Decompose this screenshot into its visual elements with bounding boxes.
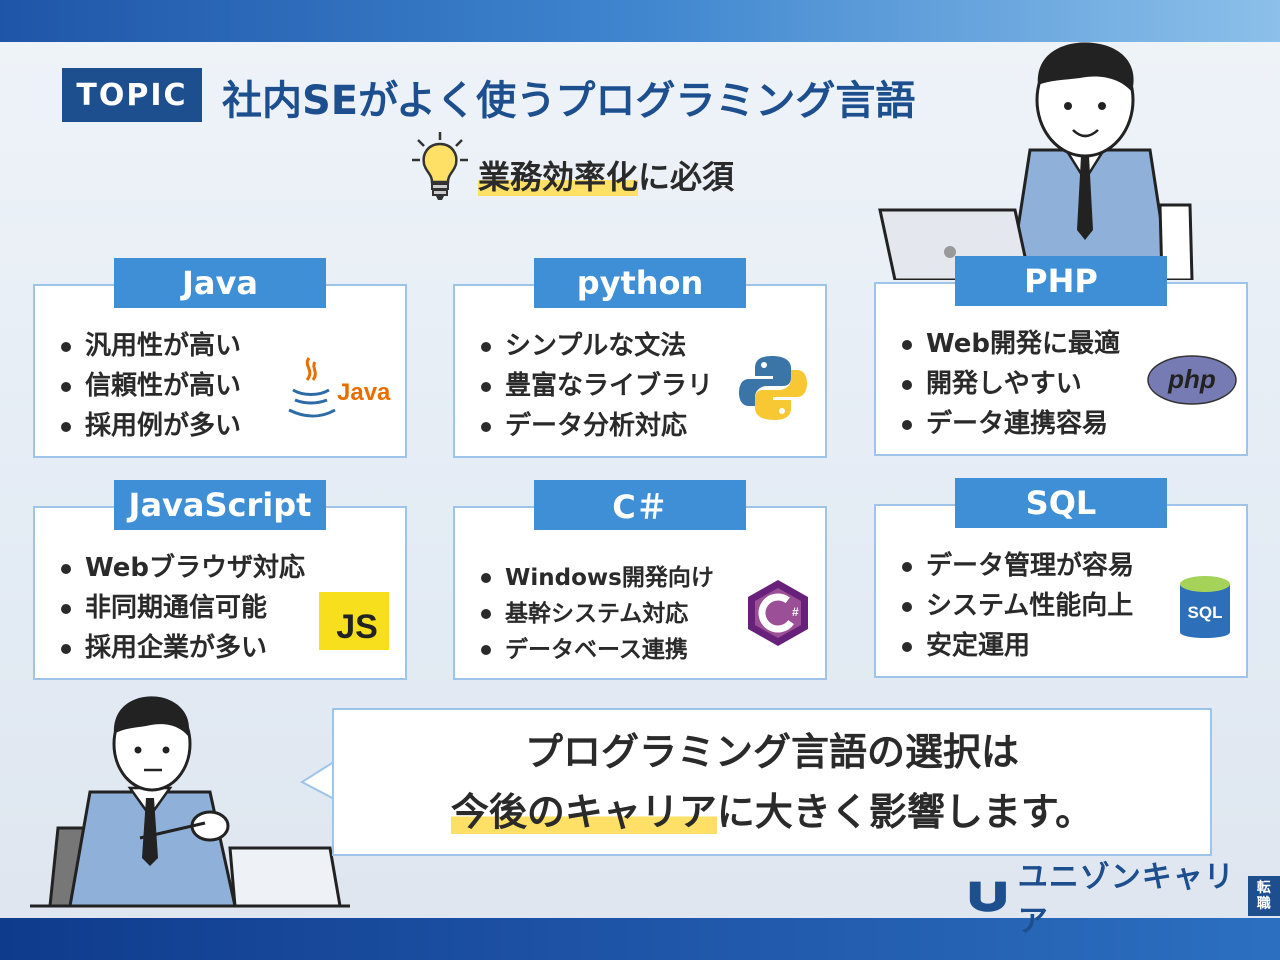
card-php: Web開発に最適 開発しやすい データ連携容易 php [874,282,1248,456]
list-item: Windows開発向け [477,560,714,596]
js-logo-text: JS [336,608,378,646]
list-item: 開発しやすい [898,364,1120,404]
card-javascript: Webブラウザ対応 非同期通信可能 採用企業が多い JS [33,506,407,680]
java-logo-text: Java [337,379,391,406]
list-item: データ連携容易 [898,404,1120,444]
card-java-list: 汎用性が高い 信頼性が高い 採用例が多い [57,326,241,446]
speech-bubble: プログラミング言語の選択は 今後のキャリアに大きく影響します。 [332,708,1212,856]
bottom-band [0,918,1280,960]
list-item: 非同期通信可能 [57,588,305,628]
card-python-list: シンプルな文法 豊富なライブラリ データ分析対応 [477,326,713,446]
card-java: 汎用性が高い 信頼性が高い 採用例が多い Java [33,284,407,458]
brand-logo: ユニゾンキャリア 転 職 [968,860,1280,939]
brand-name: ユニゾンキャリア [1017,860,1235,939]
python-logo-icon [739,356,807,420]
sql-logo-icon: SQL [1180,576,1230,638]
speech-highlight: 今後のキャリア [450,790,717,834]
card-csharp-list: Windows開発向け 基幹システム対応 データベース連携 [477,560,714,668]
list-item: 安定運用 [898,626,1134,666]
sql-logo-text: SQL [1188,603,1223,622]
list-item: Web開発に最適 [898,324,1120,364]
js-logo-icon: JS [319,592,389,650]
card-sql-title: SQL [955,478,1167,528]
list-item: システム性能向上 [898,586,1134,626]
list-item: 採用例が多い [57,406,241,446]
list-item: 採用企業が多い [57,628,305,668]
list-item: データベース連携 [477,632,714,668]
php-logo-text: php [1167,364,1216,394]
list-item: データ分析対応 [477,406,713,446]
card-python: シンプルな文法 豊富なライブラリ データ分析対応 [453,284,827,458]
subtitle: 業務効率化に必須 [478,152,734,198]
page-title: 社内SEがよく使うプログラミング言語 [222,78,916,124]
list-item: 基幹システム対応 [477,596,714,632]
card-sql-list: データ管理が容易 システム性能向上 安定運用 [898,546,1134,666]
brand-badge-top: 転 [1256,880,1271,896]
speech-line-2: 今後のキャリアに大きく影響します。 [450,782,1094,842]
card-java-title: Java [114,258,326,308]
card-csharp: Windows開発向け 基幹システム対応 データベース連携 # [453,506,827,680]
brand-mark-icon [969,881,1006,912]
subtitle-highlight: 業務効率化 [478,158,639,196]
csharp-logo-icon: # [748,580,808,646]
card-sql: データ管理が容易 システム性能向上 安定運用 SQL [874,504,1248,678]
list-item: 信頼性が高い [57,366,241,406]
php-logo-icon: php [1147,355,1237,405]
brand-badge-bottom: 職 [1256,896,1271,912]
topic-tag: TOPIC [62,68,202,122]
businessman-thinking-illustration [30,696,350,908]
lightbulb-icon [412,132,468,200]
card-python-title: python [534,258,746,308]
list-item: シンプルな文法 [477,326,713,366]
list-item: データ管理が容易 [898,546,1134,586]
card-csharp-title: C＃ [534,480,746,530]
card-javascript-title: JavaScript [114,480,326,530]
list-item: 汎用性が高い [57,326,241,366]
card-php-title: PHP [955,256,1167,306]
brand-badge: 転 職 [1247,876,1280,916]
card-javascript-list: Webブラウザ対応 非同期通信可能 採用企業が多い [57,548,305,668]
java-logo-icon: Java [288,357,391,418]
svg-text:#: # [792,605,799,619]
speech-line-1: プログラミング言語の選択は [524,730,1019,774]
list-item: Webブラウザ対応 [57,548,305,588]
card-php-list: Web開発に最適 開発しやすい データ連携容易 [898,324,1120,444]
top-band [0,0,1280,42]
businessman-laptop-illustration [878,42,1194,280]
speech-line-2-rest: に大きく影響します。 [716,790,1094,834]
list-item: 豊富なライブラリ [477,366,713,406]
subtitle-rest: に必須 [638,158,735,196]
